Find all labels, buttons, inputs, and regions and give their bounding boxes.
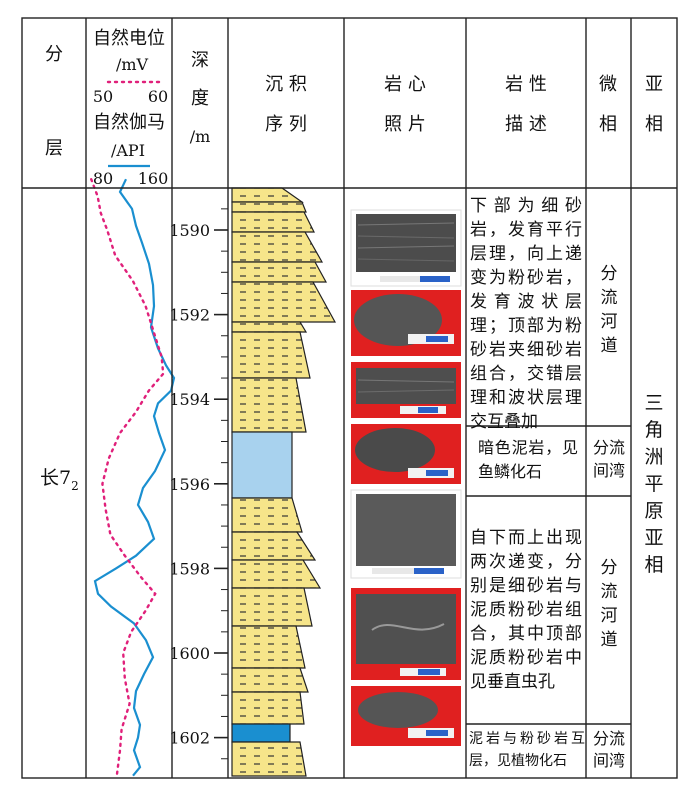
depth-tick-label: 1594 (169, 390, 210, 409)
bed-sandstone (231, 667, 309, 693)
bed-sandstone (231, 531, 317, 561)
gr-unit: /API (111, 141, 145, 160)
bed-sandstone (231, 187, 304, 203)
depth-axis: 1590 1592 1594 1596 1598 1600 1602 (169, 208, 228, 760)
sp-max: 60 (148, 87, 168, 106)
bed-sandstone (231, 587, 313, 627)
header-layer: 分 (45, 44, 63, 65)
header-lithology: 描 述 (505, 114, 547, 135)
lithology-description-2: 暗色泥岩，见鱼鳞化石 (478, 438, 578, 481)
bed-sandstone (231, 231, 324, 263)
sub-facies: 三角洲平原亚相 (644, 392, 664, 576)
bed-sandstone (231, 741, 307, 777)
bed-mudstone (231, 723, 291, 743)
micro-facies-3: 分流河道 (600, 558, 618, 650)
gr-min: 80 (93, 169, 113, 188)
gr-label: 自然伽马 (93, 112, 165, 133)
bed-sandstone (231, 211, 315, 233)
bed-sandstone (231, 321, 308, 333)
header-layer: 层 (45, 138, 63, 159)
bed-sandstone (231, 691, 305, 725)
core-photo (351, 686, 461, 746)
bed-sandstone (231, 261, 328, 283)
header-sub-facies: 相 (645, 114, 663, 135)
header-depth: 度 (191, 88, 209, 109)
core-photo (351, 588, 461, 680)
depth-tick-label: 1602 (169, 729, 210, 748)
micro-facies-2: 分流间湾 (592, 438, 625, 480)
depth-tick-label: 1592 (169, 306, 210, 325)
header-sub-facies: 亚 (645, 74, 663, 95)
lithology-description-4: 泥岩与粉砂岩互层，见植物化石 (469, 731, 585, 769)
sp-min: 50 (93, 87, 113, 106)
core-photo (351, 362, 461, 418)
core-photos (350, 209, 462, 746)
log-curves (90, 178, 176, 777)
core-photo (351, 424, 461, 484)
bed-sandstone (231, 497, 303, 533)
table-grid (21, 17, 678, 779)
bed-sandstone (231, 281, 337, 323)
header-depth: 深 (191, 50, 209, 71)
micro-facies-4: 分流间湾 (592, 729, 625, 770)
header-core: 岩 心 (384, 74, 426, 95)
header-sequence: 序 列 (265, 114, 307, 135)
header-micro-facies: 微 (599, 74, 617, 95)
header-depth-unit: /m (190, 127, 211, 146)
bed-sandstone (231, 377, 307, 433)
bed-sandstone (231, 625, 306, 669)
gamma-ray-curve (93, 178, 176, 777)
header-micro-facies: 相 (599, 114, 617, 135)
header-sequence: 沉 积 (265, 74, 307, 95)
sp-curve (90, 178, 165, 777)
core-photo (351, 290, 461, 356)
depth-tick-label: 1596 (169, 475, 210, 494)
header: 分 层 自然电位 /mV 50 60 自然伽马 /API 80 160 深 度 … (45, 28, 663, 188)
bed-mudstone (231, 431, 293, 499)
core-photo (350, 489, 462, 579)
header-lithology: 岩 性 (505, 74, 547, 95)
layer-name: 长72 (40, 467, 79, 493)
sequence-column (231, 187, 337, 777)
header-core: 照 片 (384, 114, 426, 135)
depth-tick-label: 1590 (169, 221, 210, 240)
depth-tick-label: 1598 (169, 559, 210, 578)
bed-sandstone (231, 201, 307, 213)
depth-tick-label: 1600 (169, 644, 210, 663)
sp-unit: /mV (116, 55, 149, 74)
micro-facies-1: 分流河道 (600, 264, 618, 356)
bed-sandstone (231, 559, 322, 589)
gr-max: 160 (138, 169, 169, 188)
sp-label: 自然电位 (93, 28, 165, 49)
bed-sandstone (231, 331, 311, 379)
core-photo (350, 209, 462, 287)
lithology-description-3: 自下而上出现两次递变，分别是细砂岩与泥质粉砂岩组合，其中顶部泥质粉砂岩中见垂直虫… (470, 528, 582, 692)
lithology-description-1: 下部为细砂岩，发育平行层理，向上递变为粉砂岩，发育波状层理；顶部为粉砂岩夹细砂岩… (470, 196, 582, 432)
